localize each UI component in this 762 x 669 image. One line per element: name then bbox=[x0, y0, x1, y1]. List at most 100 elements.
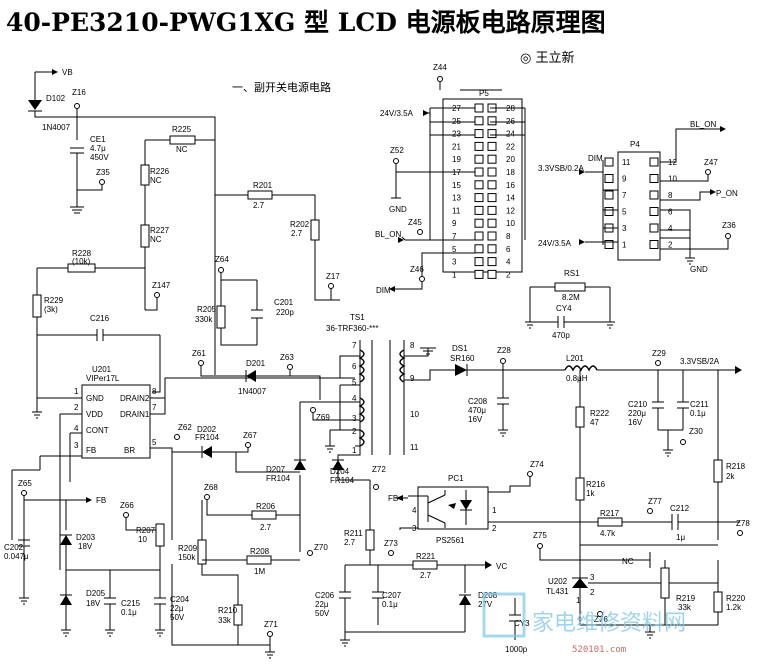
p5-pins-left-box bbox=[474, 116, 484, 126]
p4-pins-left-number: 3 bbox=[622, 224, 627, 233]
p5-pins-left-box bbox=[474, 257, 484, 267]
c210-label: C210 bbox=[628, 400, 648, 409]
r228-label: R228 bbox=[72, 249, 92, 258]
ic-u201 bbox=[81, 384, 151, 459]
ground-icon bbox=[70, 200, 84, 214]
d201-part: 1N4007 bbox=[238, 387, 267, 396]
test-point-z46 bbox=[419, 276, 425, 282]
p4-pins-left-number: 1 bbox=[622, 241, 627, 250]
ts1-pin6: 6 bbox=[352, 362, 357, 371]
cy4-value: 470p bbox=[552, 331, 570, 340]
z44-label: Z44 bbox=[433, 63, 447, 72]
ground-icon bbox=[685, 238, 695, 265]
ts1-label: TS1 bbox=[350, 313, 365, 322]
arrow-icon bbox=[86, 497, 92, 503]
d102-part: 1N4007 bbox=[42, 123, 71, 132]
test-point-z65 bbox=[21, 490, 27, 496]
p5-pins-right-number: 12 bbox=[506, 206, 515, 215]
z76-label: Z76 bbox=[594, 615, 608, 624]
c207-value: 0.1μ bbox=[382, 600, 398, 609]
resistor-r226 bbox=[140, 164, 150, 186]
u201-part: VIPer17L bbox=[86, 374, 120, 383]
p5-pins-right-box bbox=[487, 257, 497, 267]
r217-value: 4.7k bbox=[600, 529, 616, 538]
r211-value: 2.7 bbox=[344, 538, 356, 547]
test-point-z64 bbox=[218, 267, 224, 273]
p4-pins-left-box bbox=[604, 174, 614, 183]
test-point-z63 bbox=[287, 364, 293, 370]
resistor-r216 bbox=[575, 477, 585, 501]
p5-dim-label: DIM bbox=[376, 286, 391, 295]
r221-label: R221 bbox=[416, 552, 436, 561]
c208-val1: 470μ bbox=[468, 406, 486, 415]
c206-label: C206 bbox=[315, 591, 335, 600]
p5-pins-right-number: 16 bbox=[506, 181, 515, 190]
p-on-label: P_ON bbox=[716, 189, 738, 198]
r220-label: R220 bbox=[726, 594, 746, 603]
arrow-icon bbox=[52, 69, 58, 75]
z29-label: Z29 bbox=[652, 349, 666, 358]
p5-pins-left-number: 5 bbox=[452, 245, 457, 254]
resistor-r229 bbox=[32, 294, 42, 318]
resistor-r220 bbox=[713, 591, 723, 613]
z147-label: Z147 bbox=[152, 281, 171, 290]
c211-label: C211 bbox=[690, 400, 709, 409]
c201-label: C201 bbox=[274, 298, 294, 307]
u201-pin5: 5 bbox=[152, 438, 157, 447]
arrow-icon bbox=[735, 366, 742, 374]
p4-pins-left-number: 11 bbox=[622, 158, 631, 167]
c204-val2: 50V bbox=[170, 613, 185, 622]
watermark-text: 家电维修资料网 bbox=[532, 611, 686, 636]
resistor-r221 bbox=[412, 560, 438, 570]
p5-pins-right-number: 10 bbox=[506, 219, 515, 228]
r229-value: (3k) bbox=[44, 305, 58, 314]
p4-pins-right-number: 4 bbox=[668, 224, 673, 233]
ground-icon bbox=[32, 411, 42, 419]
pc1-fb-label: FB bbox=[388, 494, 398, 503]
p5-pins-left-number: 3 bbox=[452, 258, 457, 267]
d203-value: 18V bbox=[78, 542, 93, 551]
optocoupler-pc1 bbox=[417, 486, 489, 530]
resistor-r206 bbox=[251, 510, 277, 520]
r209-value: 150k bbox=[178, 553, 196, 562]
pc1-label: PC1 bbox=[448, 474, 464, 483]
p4-pins-right-box bbox=[649, 240, 659, 249]
z52-label: Z52 bbox=[390, 146, 404, 155]
test-point-z29 bbox=[655, 360, 661, 366]
ts1-pin8: 8 bbox=[410, 341, 415, 350]
ce1-val2: 450V bbox=[90, 153, 109, 162]
p4-pins-right-box bbox=[649, 157, 659, 167]
test-point-z35 bbox=[99, 179, 105, 185]
test-point-z52 bbox=[393, 158, 399, 164]
ts1-pin11: 11 bbox=[410, 443, 419, 452]
watermark-url: 520101.com bbox=[572, 645, 626, 655]
ts1-pin5: 5 bbox=[352, 378, 357, 387]
p5-pins-left-number: 19 bbox=[452, 155, 461, 164]
p5-pins-right-number: 26 bbox=[506, 117, 515, 126]
r225-label: R225 bbox=[172, 125, 192, 134]
u201-pin4: 4 bbox=[74, 424, 79, 433]
z64-label: Z64 bbox=[215, 255, 229, 264]
rs1-label: RS1 bbox=[564, 269, 580, 278]
d102-label: D102 bbox=[46, 94, 66, 103]
arrow-icon bbox=[710, 189, 716, 195]
z71-label: Z71 bbox=[264, 620, 278, 629]
z65-label: Z65 bbox=[18, 479, 32, 488]
r206-value: 2.7 bbox=[260, 523, 272, 532]
diode-d202 bbox=[202, 446, 212, 458]
p5-pins-left-box bbox=[474, 141, 484, 151]
capacitor-c201 bbox=[251, 309, 263, 319]
p5-pins-right-number: 24 bbox=[506, 130, 515, 139]
inductor-l201 bbox=[564, 365, 598, 372]
p5-pins-right-box bbox=[487, 218, 497, 228]
led-icon bbox=[460, 500, 472, 510]
p5-pins-left-box bbox=[474, 167, 484, 177]
c206-val2: 50V bbox=[315, 609, 330, 618]
p4-gnd-label: GND bbox=[690, 265, 708, 274]
section-title: 一、副开关电源电路 bbox=[232, 80, 331, 94]
r208-label: R208 bbox=[250, 547, 270, 556]
p5-pins-left-number: 25 bbox=[452, 117, 461, 126]
d207-part: FR104 bbox=[266, 474, 291, 483]
